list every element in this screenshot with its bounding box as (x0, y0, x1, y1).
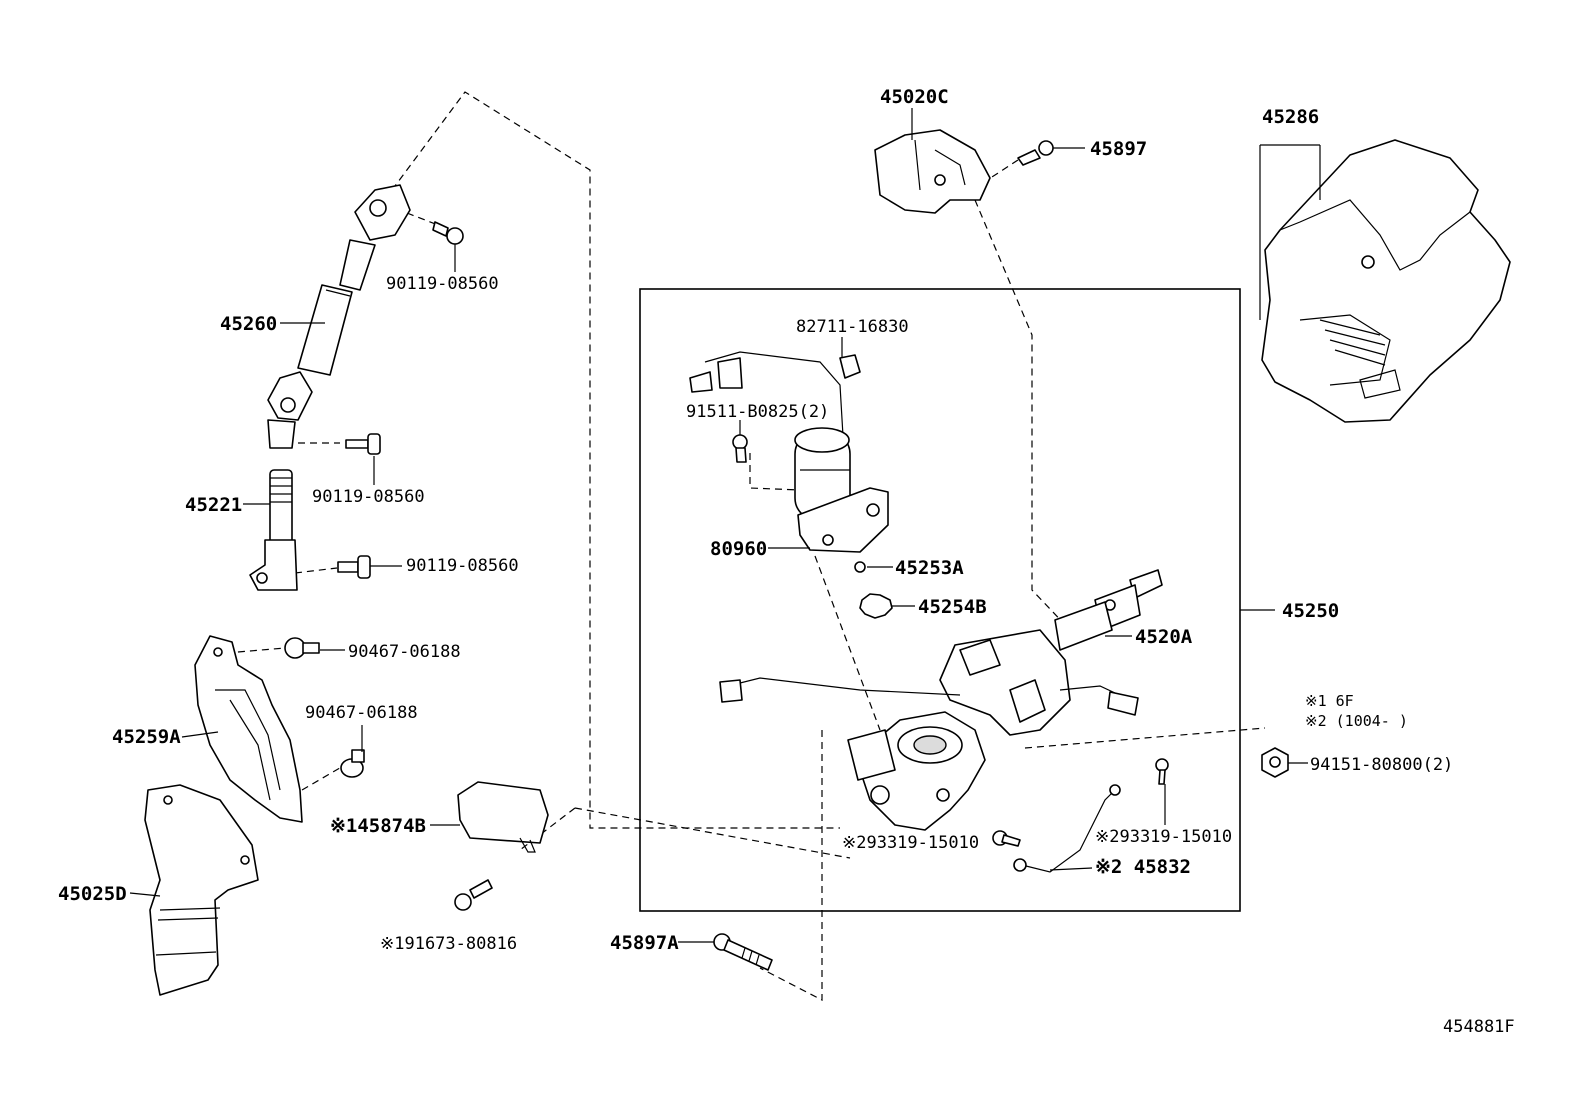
label-93319-15010-b[interactable]: ※293319-15010 (1095, 827, 1232, 847)
bolt-93319-15010-b[interactable] (1155, 758, 1169, 785)
label-45260[interactable]: 45260 (220, 313, 277, 335)
label-45832[interactable]: ※2 45832 (1095, 856, 1191, 878)
label-90119-08560-c[interactable]: 90119-08560 (406, 556, 519, 576)
bolt-90119-08560-b[interactable] (345, 433, 381, 455)
column-cover-45020c[interactable] (874, 129, 991, 214)
clip-90467-06188-a[interactable] (284, 637, 320, 659)
steering-column-4520a[interactable] (719, 569, 1163, 831)
washer-45253a[interactable] (854, 561, 866, 573)
clamp-82711-16830[interactable] (839, 354, 861, 379)
harness-wire (689, 351, 846, 471)
assembly-frame-45250 (639, 288, 1241, 912)
ground-wire-45832[interactable] (1013, 784, 1121, 873)
bolt-90119-08560-a[interactable] (432, 221, 464, 245)
nut-94151-80800[interactable] (1261, 747, 1289, 778)
label-91511-b0825[interactable]: 91511-B0825(2) (686, 402, 829, 422)
column-cover-lower-45286[interactable] (1261, 139, 1511, 423)
label-45254b[interactable]: 45254B (918, 596, 987, 618)
label-90119-08560-b[interactable]: 90119-08560 (312, 487, 425, 507)
part-labels: 45020C 45897 45286 90119-08560 45260 901… (58, 86, 1515, 1037)
steering-shaft-45221[interactable] (249, 469, 298, 591)
label-45286[interactable]: 45286 (1262, 106, 1319, 128)
label-45020c[interactable]: 45020C (880, 86, 949, 108)
note-2: ※2 (1004- ) (1305, 712, 1408, 730)
label-90467-06188-b[interactable]: 90467-06188 (305, 703, 418, 723)
label-45874b[interactable]: ※145874B (330, 815, 426, 837)
clip-90467-06188-b[interactable] (340, 749, 365, 778)
label-45025d[interactable]: 45025D (58, 883, 127, 905)
column-hole-cover-45259a[interactable] (194, 635, 303, 823)
label-45253a[interactable]: 45253A (895, 557, 964, 579)
label-45221[interactable]: 45221 (185, 494, 242, 516)
cover-45874b[interactable] (457, 781, 549, 853)
intermediate-shaft-45260[interactable] (267, 184, 411, 449)
label-90467-06188-a[interactable]: 90467-06188 (348, 642, 461, 662)
diagram-code: 454881F (1443, 1017, 1515, 1037)
label-4520a[interactable]: 4520A (1135, 626, 1193, 648)
label-82711-16830[interactable]: 82711-16830 (796, 317, 909, 337)
bolt-93319-15010-a[interactable] (992, 830, 1021, 847)
label-80960[interactable]: 80960 (710, 538, 767, 560)
reference-lines (225, 91, 1266, 1001)
leader-lines (129, 108, 1321, 943)
label-45250[interactable]: 45250 (1282, 600, 1339, 622)
label-45259a[interactable]: 45259A (112, 726, 181, 748)
label-90119-08560-a[interactable]: 90119-08560 (386, 274, 499, 294)
motor-80960[interactable] (794, 427, 889, 553)
label-45897[interactable]: 45897 (1090, 138, 1147, 160)
label-91673-80816[interactable]: ※191673-80816 (380, 934, 517, 954)
bolt-45897a[interactable] (713, 933, 773, 971)
bolt-90119-08560-c[interactable] (337, 555, 371, 579)
coupling-45254b[interactable] (859, 593, 893, 619)
column-boot-45025d[interactable] (144, 784, 259, 996)
label-94151-80800[interactable]: 94151-80800(2) (1310, 755, 1453, 775)
label-45897a[interactable]: 45897A (610, 932, 679, 954)
bolt-91511-b0825[interactable] (732, 434, 748, 463)
note-1: ※1 6F (1305, 692, 1354, 710)
label-93319-15010-a[interactable]: ※293319-15010 (842, 833, 979, 853)
screw-91673-80816[interactable] (454, 879, 493, 911)
screw-45897[interactable] (1017, 140, 1054, 166)
